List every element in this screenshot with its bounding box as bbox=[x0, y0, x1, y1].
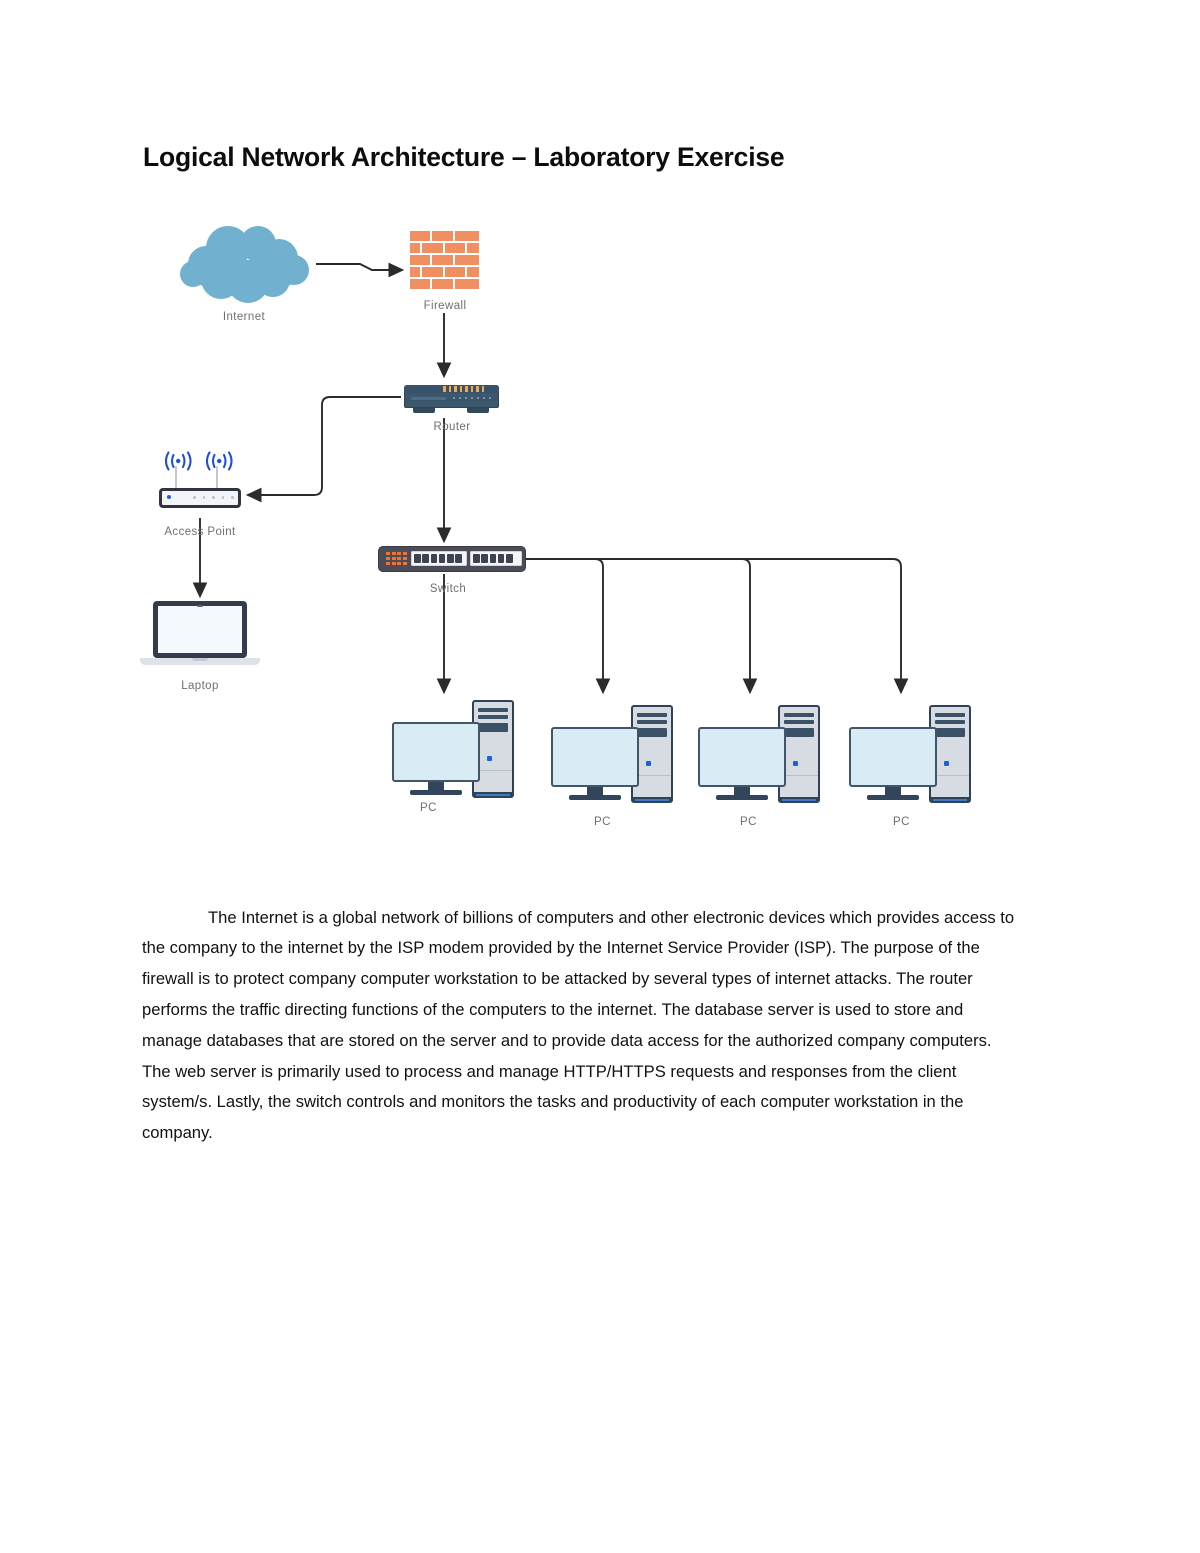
laptop-icon bbox=[153, 601, 247, 658]
body-paragraph: The Internet is a global network of bill… bbox=[142, 907, 1015, 1143]
pc-node bbox=[849, 705, 971, 810]
connector-switch-pc4 bbox=[526, 558, 909, 695]
laptop-node bbox=[140, 601, 260, 673]
connector-internet-firewall bbox=[316, 262, 405, 278]
router-label: Router bbox=[433, 421, 471, 433]
pc-label: PC bbox=[594, 816, 611, 828]
connector-switch-pc2 bbox=[594, 558, 611, 695]
connector-switch-pc3 bbox=[741, 558, 758, 695]
access-point-label: Access Point bbox=[164, 526, 236, 538]
internet-node bbox=[176, 224, 316, 304]
connector-router-accesspoint bbox=[245, 396, 401, 503]
wifi-signal-icon bbox=[164, 451, 192, 471]
switch-port-bank bbox=[411, 551, 467, 566]
pc-label: PC bbox=[420, 802, 437, 814]
firewall-node bbox=[410, 231, 479, 296]
pc-node bbox=[698, 705, 820, 810]
page-title: Logical Network Architecture – Laborator… bbox=[143, 142, 785, 172]
pc-label: PC bbox=[740, 816, 757, 828]
pc-node bbox=[392, 700, 514, 805]
pc-label: PC bbox=[893, 816, 910, 828]
access-point-power-led bbox=[167, 495, 171, 499]
router-node bbox=[401, 381, 502, 414]
router-led-row bbox=[443, 386, 484, 392]
pc-node bbox=[551, 705, 673, 810]
switch-port-bank bbox=[470, 551, 522, 566]
brick-wall-icon bbox=[410, 231, 479, 241]
switch-label: Switch bbox=[429, 583, 467, 595]
firewall-label: Firewall bbox=[423, 300, 467, 312]
wifi-signal-icon bbox=[205, 451, 233, 471]
laptop-label: Laptop bbox=[181, 680, 219, 692]
access-point-node bbox=[155, 450, 245, 512]
internet-label: Internet bbox=[222, 311, 266, 323]
cloud-icon bbox=[180, 226, 309, 303]
wireless-access-point-icon bbox=[159, 488, 241, 508]
switch-led-grid bbox=[386, 552, 407, 565]
switch-node bbox=[378, 546, 526, 572]
